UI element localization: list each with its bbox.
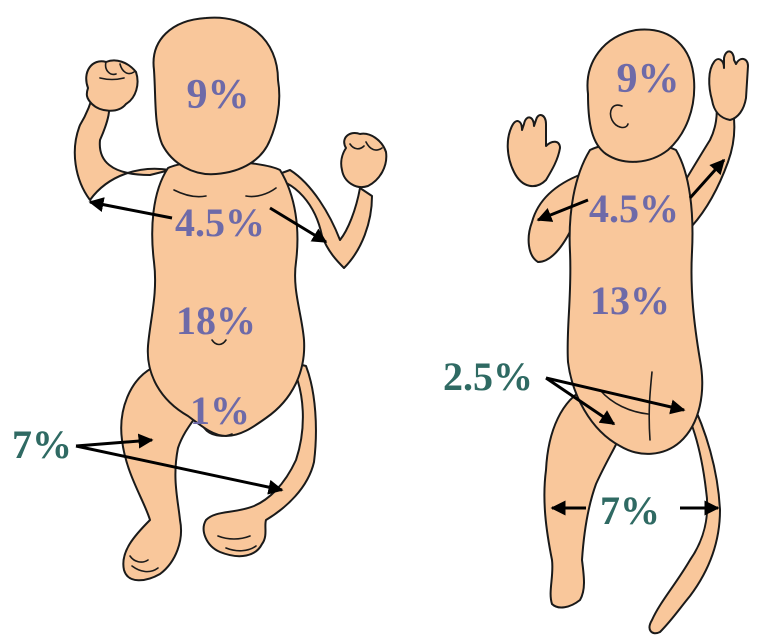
back-legs-label: 7%: [600, 488, 660, 533]
back-right-hand: [709, 51, 748, 120]
front-legs-label: 7%: [12, 422, 72, 467]
back-head-label: 9%: [617, 56, 680, 102]
back-left-hand: [508, 115, 560, 186]
back-arms-label: 4.5%: [589, 186, 679, 231]
front-trunk-label: 18%: [176, 298, 256, 343]
back-view-figure: [508, 30, 748, 634]
front-head-label: 9%: [187, 72, 250, 118]
front-leg-arrow-right: [76, 446, 282, 490]
back-trunk-label: 13%: [590, 278, 670, 323]
front-left-hand: [86, 60, 137, 110]
front-right-hand: [341, 133, 386, 187]
front-genitals-label: 1%: [190, 388, 250, 433]
front-arms-label: 4.5%: [175, 200, 265, 245]
back-buttocks-label: 2.5%: [443, 354, 533, 399]
